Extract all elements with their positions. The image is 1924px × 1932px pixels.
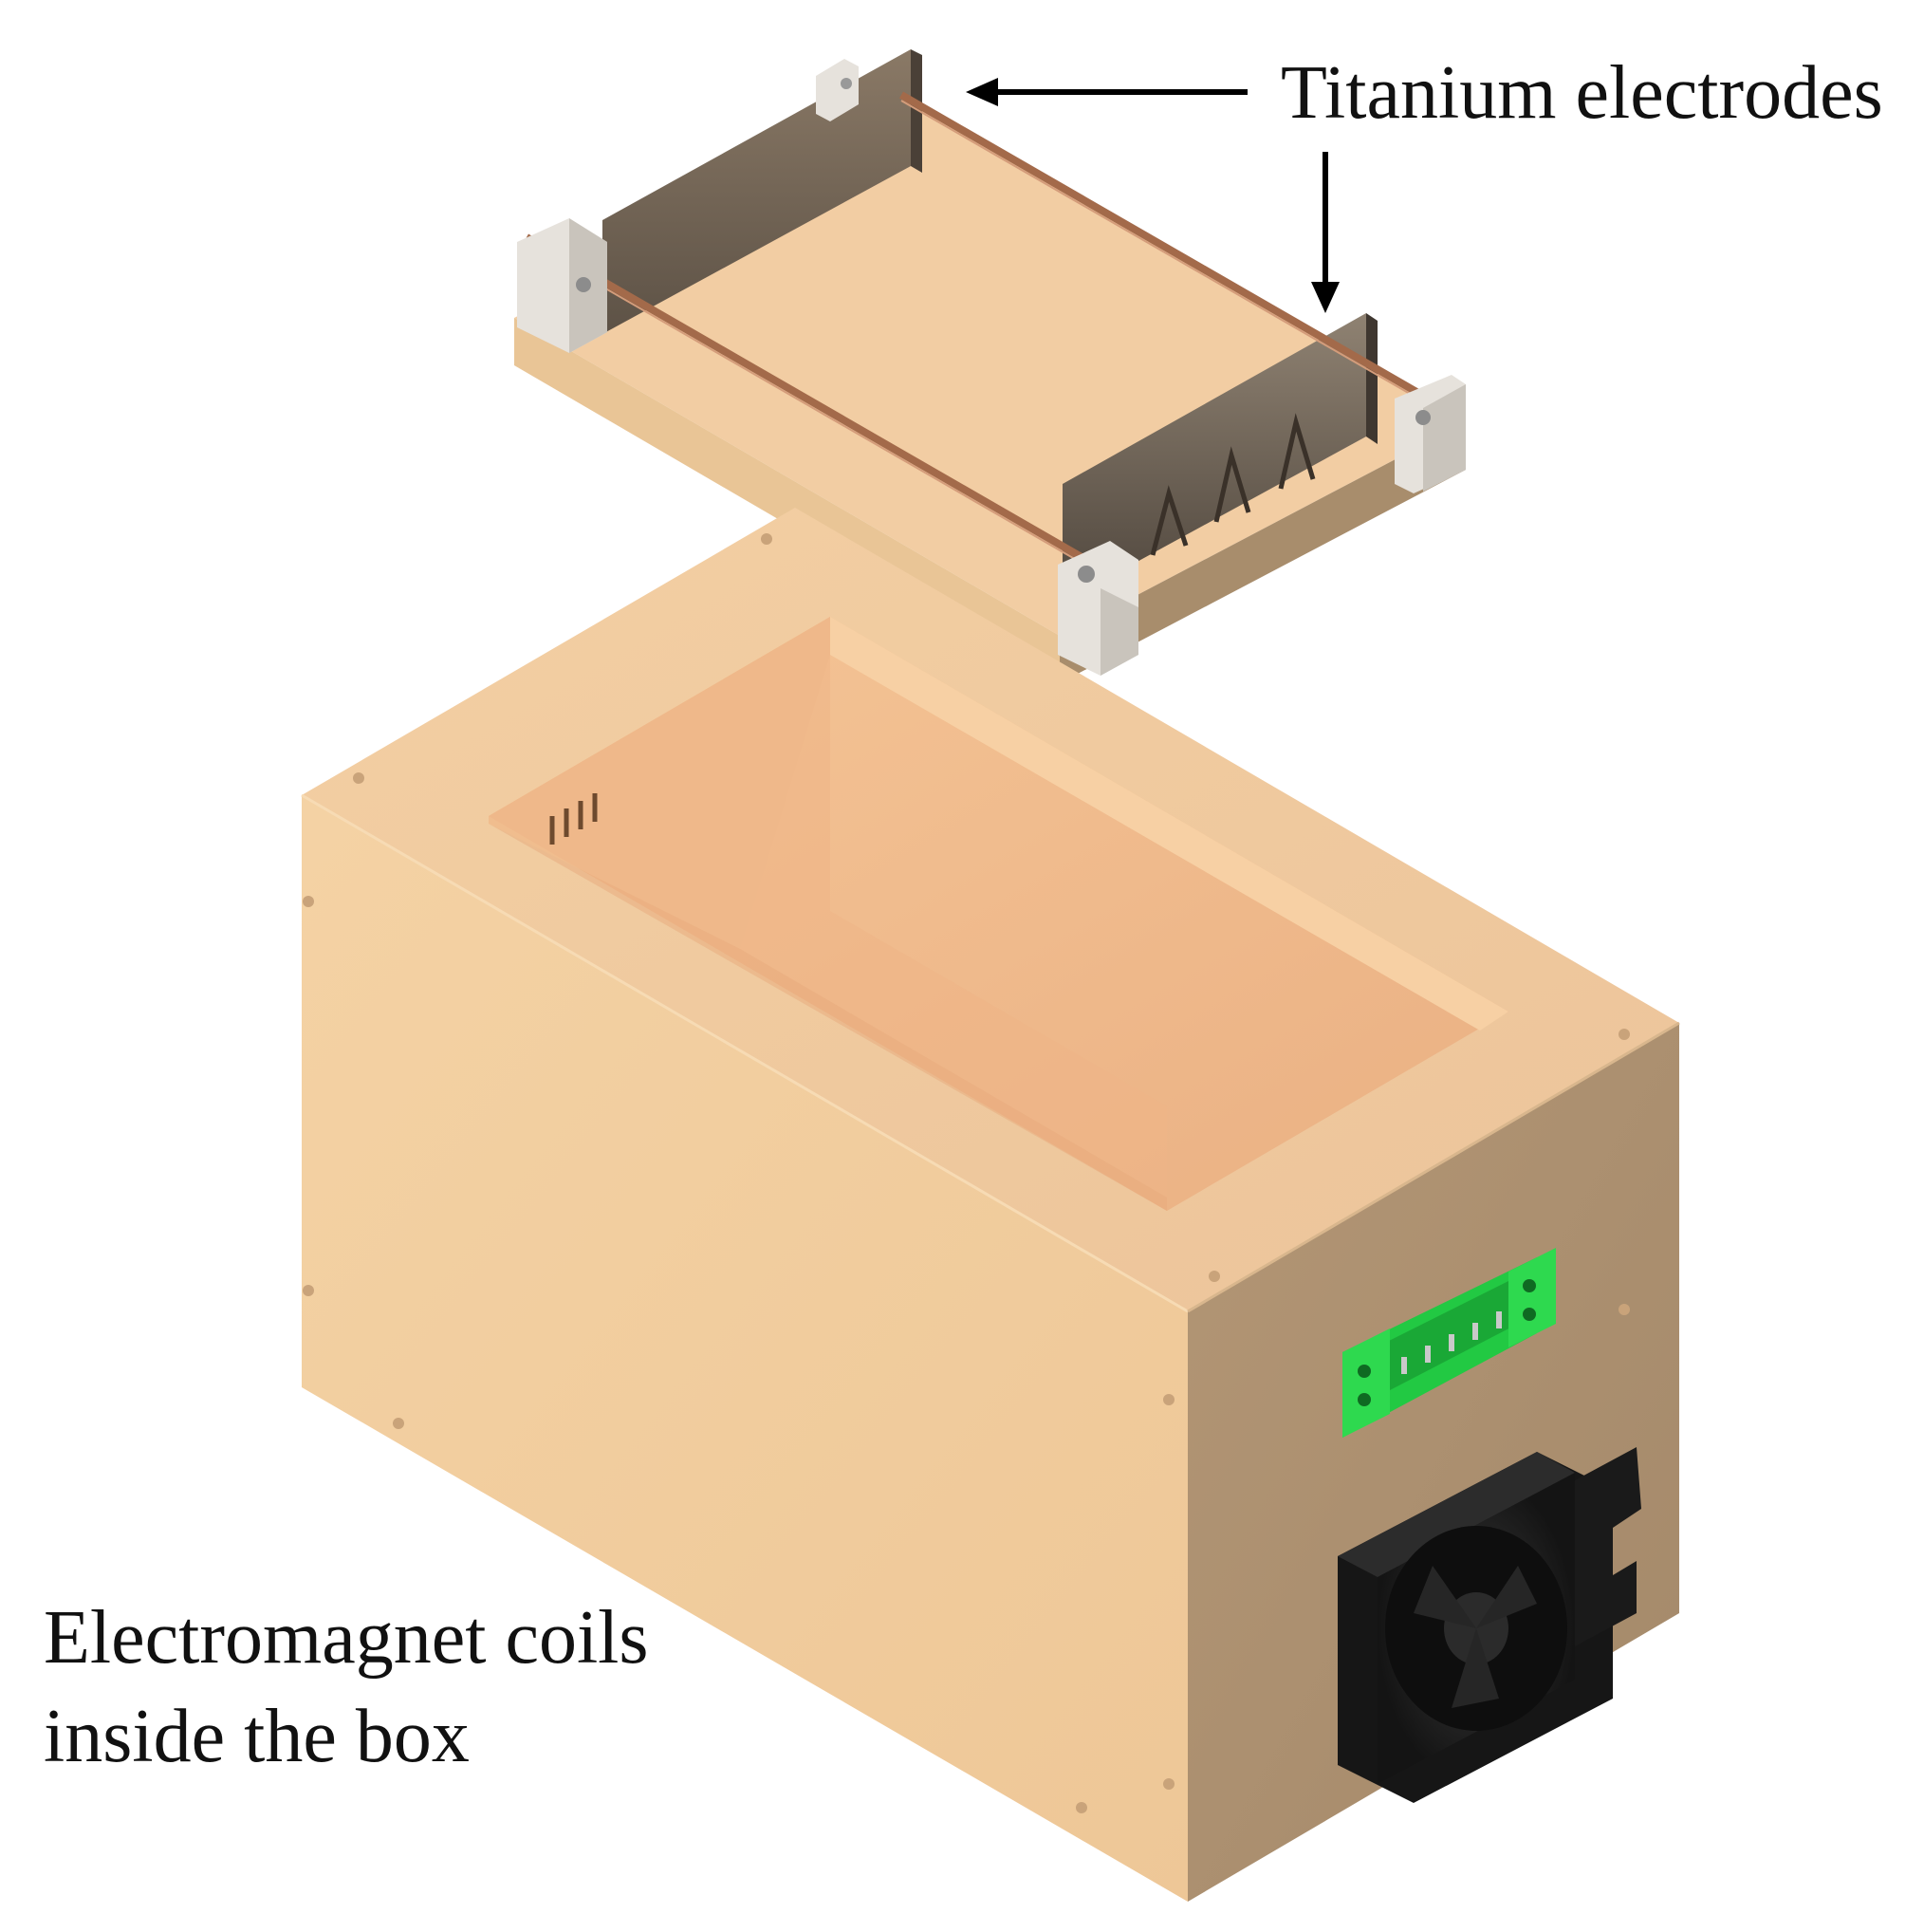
bracket-top-left [816, 59, 859, 121]
cavity-back-wall [830, 617, 1508, 1031]
enclosure-box [301, 508, 1680, 1902]
bracket-left [517, 218, 607, 353]
electrode-tray [514, 49, 1466, 683]
bracket-right [1395, 375, 1466, 493]
terminal-block-icon [1342, 1248, 1556, 1438]
box-front-face [302, 795, 1188, 1902]
bracket-front-left [1058, 541, 1138, 676]
arrow-down-icon [1311, 152, 1340, 313]
arrow-icon [966, 78, 1248, 106]
label-inside-the-box: inside the box [44, 1695, 470, 1778]
label-electromagnet-coils: Electromagnet coils [44, 1596, 649, 1680]
vent-slots [549, 793, 598, 845]
tray-side-edge [1060, 422, 1466, 683]
cooling-fan-icon [1338, 1447, 1641, 1803]
electrode-plate-back [602, 49, 911, 334]
copper-rod-top [899, 91, 1463, 421]
copper-rod-bottom [525, 233, 1088, 564]
screw-holes [303, 533, 1630, 1813]
label-titanium-electrodes: Titanium electrodes [1281, 51, 1883, 135]
electrode-plate-front [1063, 313, 1366, 603]
